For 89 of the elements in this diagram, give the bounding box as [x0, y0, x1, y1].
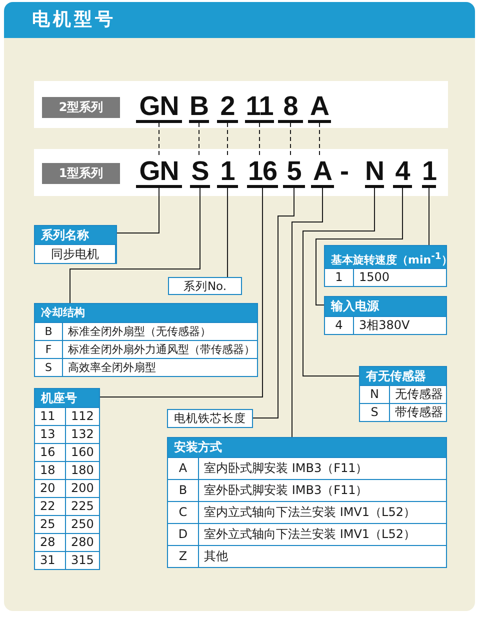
leader-line	[292, 188, 323, 438]
description-cell-text: 无传感器	[394, 386, 444, 403]
code-table	[167, 437, 447, 568]
code-cell: 31	[35, 552, 66, 569]
value-cell-text: 132	[70, 426, 95, 443]
code-cell: 11	[35, 408, 66, 425]
code-cell: 20	[35, 480, 66, 497]
code-segment: 1	[422, 158, 436, 188]
code-cell: B	[35, 323, 63, 340]
description-cell-text: 标准全闭外扇型（无传感器）	[67, 324, 212, 340]
code-row-band	[34, 81, 448, 128]
table-heading: 冷却结构	[35, 304, 257, 322]
code-cell: 1	[325, 269, 354, 286]
leader-line	[428, 188, 430, 246]
code-segment: 11	[245, 93, 274, 123]
code-table	[34, 388, 100, 570]
code-cell: F	[35, 341, 63, 358]
code-segment: 8	[278, 93, 303, 123]
leader-line	[227, 188, 228, 278]
code-segment: 16	[247, 158, 278, 188]
title: 电机型号	[32, 10, 116, 30]
description-cell-text: 其他	[203, 548, 229, 565]
table-heading: 有无传感器	[360, 367, 446, 385]
name-box: 电机铁芯长度	[167, 409, 253, 428]
code-segment: 5	[283, 158, 305, 188]
code-cell: N	[360, 386, 390, 403]
description-cell-text: 室内立式轴向下法兰安装 IMV1（L52）	[203, 504, 417, 521]
code-cell: 25	[35, 516, 66, 533]
description-cell: 同步电机	[35, 245, 116, 263]
code-segment: N	[365, 158, 384, 188]
code-table	[324, 296, 447, 335]
leader-line	[252, 188, 294, 418]
code-cell: 22	[35, 498, 66, 515]
table-heading: 机座号	[35, 389, 99, 407]
code-segment: S	[190, 158, 210, 188]
code-cell: 16	[35, 444, 66, 461]
code-cell: D	[168, 524, 199, 545]
description-cell-text: 带传感器	[394, 404, 444, 421]
code-segment: GN	[136, 158, 182, 188]
code-table	[324, 245, 447, 287]
description-cell-text: 标准全闭外扇外力通风型（带传感器）	[67, 342, 256, 358]
description-cell-text: 室外卧式脚安装 IMB3（F11）	[203, 482, 369, 499]
value-cell-text: 200	[70, 480, 95, 497]
code-segment: GN	[136, 93, 182, 123]
value-cell-text: 160	[70, 444, 95, 461]
table-heading: 系列名称	[35, 226, 116, 244]
code-segment: A	[311, 158, 334, 188]
leader-line	[70, 188, 200, 304]
leader-line	[100, 188, 263, 398]
code-table	[34, 225, 117, 264]
value-cell-text: 1500	[358, 269, 391, 286]
code-cell: 28	[35, 534, 66, 551]
value-cell-text: 180	[70, 462, 95, 479]
code-cell: S	[360, 404, 390, 421]
table-heading: 安装方式	[168, 438, 446, 457]
value-cell-text: 280	[70, 534, 95, 551]
description-cell-text: 室外立式轴向下法兰安装 IMV1（L52）	[203, 526, 417, 543]
code-table	[34, 303, 258, 377]
value-cell-text: 112	[70, 408, 95, 425]
code-segment: 4	[393, 158, 412, 188]
code-segment: 2	[217, 93, 238, 123]
code-cell: 4	[325, 317, 354, 334]
code-cell: S	[35, 359, 63, 376]
code-cell: Z	[168, 546, 199, 567]
code-cell: C	[168, 502, 199, 523]
code-table	[359, 366, 447, 422]
leader-line	[316, 188, 403, 306]
series-badge: 2型系列	[42, 97, 120, 118]
name-box: 系列No.	[168, 277, 242, 295]
value-cell-text: 225	[70, 498, 95, 515]
leader-line	[116, 188, 160, 234]
value-cell-text: 315	[70, 552, 95, 569]
code-cell: 18	[35, 462, 66, 479]
description-cell-text: 高效率全闭外扇型	[67, 360, 157, 376]
value-cell-text: 250	[70, 516, 95, 533]
code-cell: B	[168, 480, 199, 501]
code-row-band	[34, 149, 448, 196]
table-heading: 基本旋转速度（min$^{-1}$）	[325, 246, 446, 268]
code-cell: 13	[35, 426, 66, 443]
value-cell-text: 3相380V	[358, 317, 411, 334]
series-badge: 1型系列	[42, 163, 120, 184]
table-heading: 输入电源	[325, 297, 446, 316]
code-cell: A	[168, 458, 199, 479]
code-segment: B	[189, 93, 209, 123]
separator-dash: -	[340, 158, 349, 185]
code-segment: 1	[217, 158, 238, 188]
description-cell-text: 室内卧式脚安装 IMB3（F11）	[203, 460, 369, 477]
code-segment: A	[308, 93, 331, 123]
leader-line	[302, 188, 375, 376]
